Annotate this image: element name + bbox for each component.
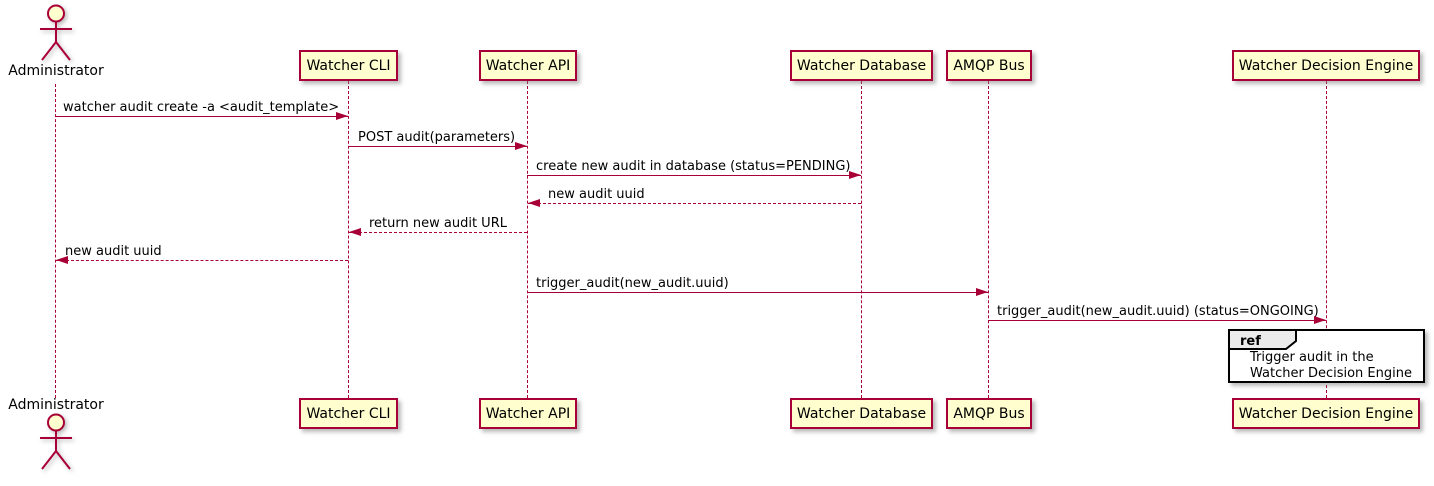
lifeline-watcher-decision-engine <box>1326 81 1327 398</box>
participant-watcher-api-top: Watcher API <box>479 50 577 81</box>
arrowhead-right-icon <box>1314 316 1326 324</box>
message-label: trigger_audit(new_audit.uuid) <box>536 276 729 291</box>
arrowhead-right-icon <box>336 112 348 120</box>
actor-icon <box>40 4 72 61</box>
arrowhead-right-icon <box>515 142 527 150</box>
message-label: return new audit URL <box>369 216 507 231</box>
actor-label-top: Administrator <box>8 63 104 79</box>
arrowhead-right-icon <box>976 288 988 296</box>
participant-watcher-database-top: Watcher Database <box>790 50 933 81</box>
message-line <box>528 203 861 204</box>
lifeline-amqp-bus <box>988 81 989 398</box>
participant-watcher-database-bottom: Watcher Database <box>790 398 933 429</box>
ref-tab-icon: ref <box>1228 329 1297 350</box>
participant-watcher-cli-bottom: Watcher CLI <box>299 398 398 429</box>
message-label: create new audit in database (status=PEN… <box>536 159 851 174</box>
message-label: new audit uuid <box>65 244 162 259</box>
participant-amqp-bus-bottom: AMQP Bus <box>946 398 1032 429</box>
message-label: trigger_audit(new_audit.uuid) (status=ON… <box>997 304 1319 319</box>
message-line <box>527 175 861 176</box>
arrowhead-right-icon <box>849 171 861 179</box>
message-line <box>56 260 348 261</box>
message-line <box>527 292 988 293</box>
message-label: POST audit(parameters) <box>358 130 516 145</box>
lifeline-administrator <box>55 84 56 398</box>
arrowhead-left-icon <box>56 256 68 264</box>
participant-watcher-decision-engine-top: Watcher Decision Engine <box>1232 50 1420 81</box>
lifeline-watcher-api <box>527 81 528 398</box>
message-label: watcher audit create -a <audit_template> <box>63 100 340 115</box>
message-label: new audit uuid <box>548 187 645 202</box>
participant-watcher-cli-top: Watcher CLI <box>299 50 398 81</box>
message-line <box>348 146 527 147</box>
message-line <box>988 320 1326 321</box>
ref-body: Trigger audit in the Watcher Decision En… <box>1250 350 1412 382</box>
message-line <box>55 116 348 117</box>
message-line <box>349 232 527 233</box>
participant-watcher-api-bottom: Watcher API <box>479 398 577 429</box>
ref-text-line2: Watcher Decision Engine <box>1250 366 1412 381</box>
arrowhead-left-icon <box>349 228 361 236</box>
actor-icon <box>40 413 72 470</box>
ref-keyword: ref <box>1240 334 1261 349</box>
participant-amqp-bus-top: AMQP Bus <box>946 50 1032 81</box>
participant-watcher-decision-engine-bottom: Watcher Decision Engine <box>1232 398 1420 429</box>
lifeline-watcher-database <box>861 81 862 398</box>
arrowhead-left-icon <box>528 199 540 207</box>
ref-text-line1: Trigger audit in the <box>1250 350 1374 365</box>
ref-fragment: ref Trigger audit in the Watcher Decisio… <box>1228 329 1425 383</box>
lifeline-watcher-cli <box>348 81 349 398</box>
actor-label-bottom: Administrator <box>8 397 104 413</box>
